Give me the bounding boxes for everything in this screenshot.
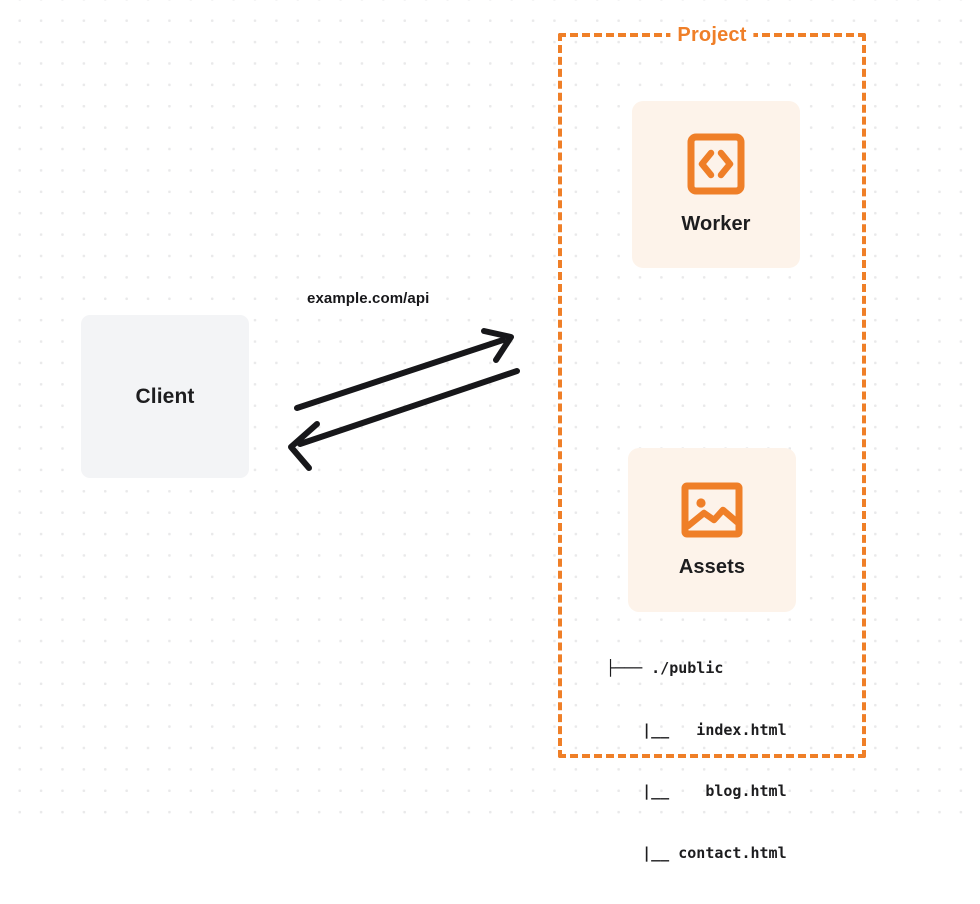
project-title: Project (670, 24, 754, 47)
request-arrow-icon (294, 328, 514, 411)
client-label: Client (135, 384, 195, 408)
project-container: Project (558, 24, 866, 758)
assets-label: Assets (678, 555, 746, 578)
connector-label: example.com/api (307, 290, 430, 307)
file-tree-row: |__ index.html (606, 720, 787, 739)
image-picture-icon (681, 482, 743, 537)
file-tree-row: |__ blog.html (606, 782, 787, 800)
file-tree-row: ├─── ./public (606, 659, 724, 677)
diagram-canvas: Client example.com/api Project Worker (0, 0, 980, 862)
file-tree-row: |__ contact.html (606, 843, 787, 862)
code-brackets-icon (687, 133, 745, 195)
worker-card[interactable]: Worker (632, 101, 800, 268)
assets-card[interactable]: Assets (628, 448, 796, 612)
response-arrow-icon (288, 368, 520, 471)
client-node[interactable]: Client (81, 315, 249, 478)
worker-label: Worker (681, 213, 751, 235)
assets-file-tree: ├─── ./public |__ index.html |__ blog.ht… (606, 617, 787, 904)
